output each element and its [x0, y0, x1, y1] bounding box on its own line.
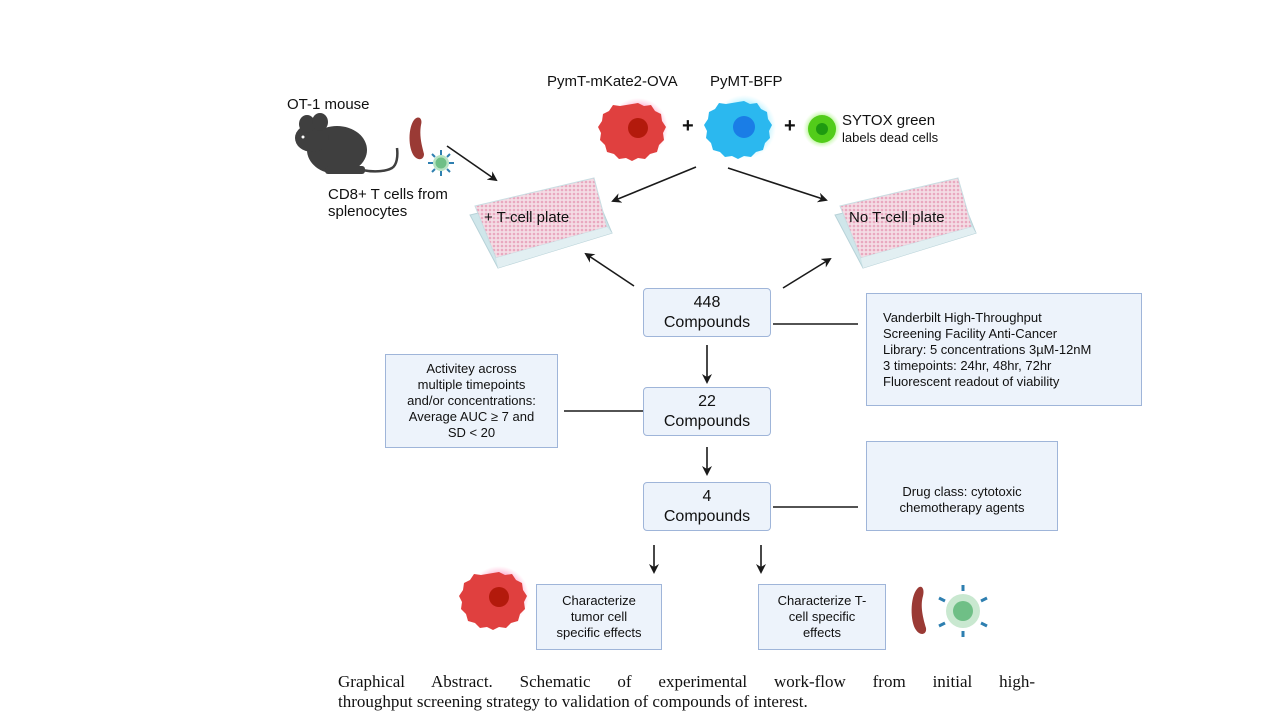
mouse-label: OT-1 mouse — [287, 96, 370, 113]
figure-caption: Graphical Abstract. Schematic of experim… — [338, 672, 1035, 712]
stage-1-count: 448 — [693, 293, 721, 311]
criteria-note-text: Activitey across multiple timepoints and… — [407, 361, 536, 440]
t-cell-source-label: CD8+ T cells from splenocytes — [328, 186, 448, 220]
sytox-label: SYTOX green — [842, 112, 936, 129]
t-cell-icon — [428, 150, 454, 176]
sytox-dead-cell-icon — [803, 110, 841, 148]
sytox-sublabel: labels dead cells — [842, 130, 939, 145]
tumor-cell-blue-icon — [704, 95, 776, 159]
flow-arrows — [446, 145, 832, 574]
stage-3-count: 4 — [702, 487, 712, 505]
outcome-tcell-box: Characterize T- cell specific effects — [758, 584, 886, 650]
plate-without-t-cells-icon — [834, 177, 977, 269]
t-cell-bottom-icon — [938, 585, 988, 637]
caption-line-1: Graphical Abstract. Schematic of experim… — [338, 672, 1035, 691]
cell-line-2-label: PyMT-BFP — [710, 73, 783, 90]
spleen-icon — [409, 117, 424, 160]
library-note-box: Vanderbilt High-Throughput Screening Fac… — [866, 293, 1142, 406]
outcome-tumor-box: Characterize tumor cell specific effects — [536, 584, 662, 650]
stage-2-count: 22 — [698, 392, 716, 410]
plate-without-t-cells-label: No T-cell plate — [849, 209, 945, 226]
stage-2-unit: Compounds — [663, 412, 751, 430]
stage-1-unit: Compounds — [663, 313, 751, 331]
plus-sign-2: + — [784, 115, 796, 137]
spleen-bottom-icon — [911, 586, 927, 634]
outcome-tcell-text: Characterize T- cell specific effects — [777, 593, 867, 640]
library-note-text: Vanderbilt High-Throughput Screening Fac… — [883, 309, 1092, 389]
plate-with-t-cells-label: + T-cell plate — [484, 209, 570, 226]
mouse-icon — [295, 113, 399, 174]
outcome-tumor-text: Characterize tumor cell specific effects — [556, 593, 642, 640]
drug-class-note-text: Drug class: cytotoxic chemotherapy agent… — [899, 484, 1025, 515]
criteria-note-box: Activitey across multiple timepoints and… — [385, 354, 558, 448]
connector-lines — [564, 323, 858, 508]
drug-class-note-box: Drug class: cytotoxic chemotherapy agent… — [866, 441, 1058, 531]
tumor-cell-red-icon — [598, 98, 668, 161]
stage-3-unit: Compounds — [663, 507, 751, 525]
caption-line-2: throughput screening strategy to validat… — [338, 692, 808, 711]
plate-with-t-cells-icon — [469, 177, 613, 269]
plus-sign-1: + — [682, 115, 694, 137]
cell-line-1-label: PymT-mKate2-OVA — [547, 73, 678, 90]
tumor-cell-bottom-icon — [459, 566, 529, 630]
